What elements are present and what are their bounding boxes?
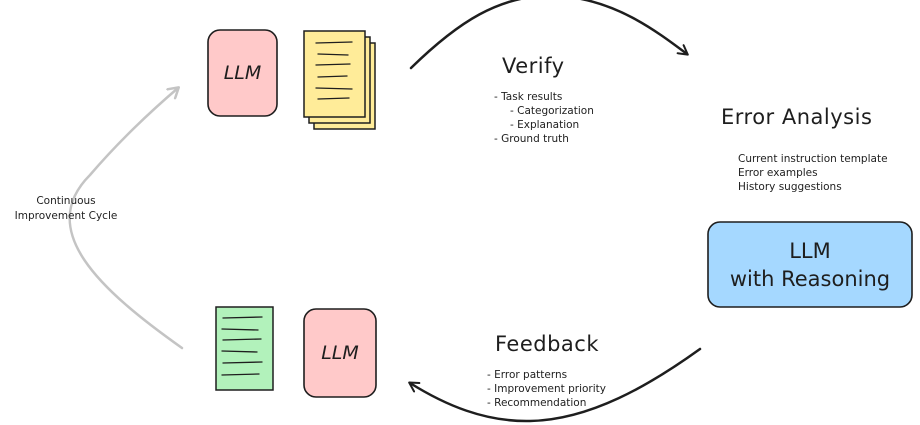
error-analysis-item: Current instruction template <box>738 153 888 165</box>
llm-reasoning-line-2: with Reasoning <box>729 266 891 291</box>
verify-item: - Explanation <box>510 119 580 131</box>
error-analysis-list: Current instruction template Error examp… <box>738 152 888 194</box>
llm-reasoning-box <box>707 221 913 308</box>
document-icon <box>215 306 274 391</box>
feedback-title: Feedback <box>495 332 600 356</box>
feedback-arrow <box>408 347 702 423</box>
verify-arrow <box>409 0 689 70</box>
error-analysis-item: History suggestions <box>738 181 842 193</box>
feedback-list: - Error patterns - Improvement priority … <box>487 368 606 410</box>
error-analysis-item: Error examples <box>738 167 818 179</box>
llm-bottom-label: LLM <box>321 342 359 364</box>
llm-box-bottom <box>303 308 377 398</box>
cycle-label-line-2: Improvement Cycle <box>14 210 118 222</box>
verify-item: - Categorization <box>510 105 594 117</box>
verify-list: - Task results - Categorization - Explan… <box>494 90 594 146</box>
llm-reasoning-line-1: LLM <box>789 238 831 263</box>
feedback-item: - Recommendation <box>487 397 587 409</box>
llm-top-label: LLM <box>223 62 262 84</box>
feedback-item: - Error patterns <box>487 369 568 381</box>
verify-item: - Ground truth <box>494 133 569 145</box>
llm-reasoning-label: LLM with Reasoning <box>708 222 912 307</box>
verify-title: Verify <box>502 54 565 78</box>
cycle-label: Continuous Improvement Cycle <box>6 194 126 224</box>
cycle-arrow <box>68 88 184 350</box>
error-analysis-title: Error Analysis <box>721 105 873 129</box>
document-stack-icon <box>303 30 376 130</box>
llm-box-top <box>207 29 278 117</box>
verify-item: - Task results <box>494 91 563 103</box>
cycle-label-line-1: Continuous <box>36 195 96 207</box>
feedback-item: - Improvement priority <box>487 383 606 395</box>
